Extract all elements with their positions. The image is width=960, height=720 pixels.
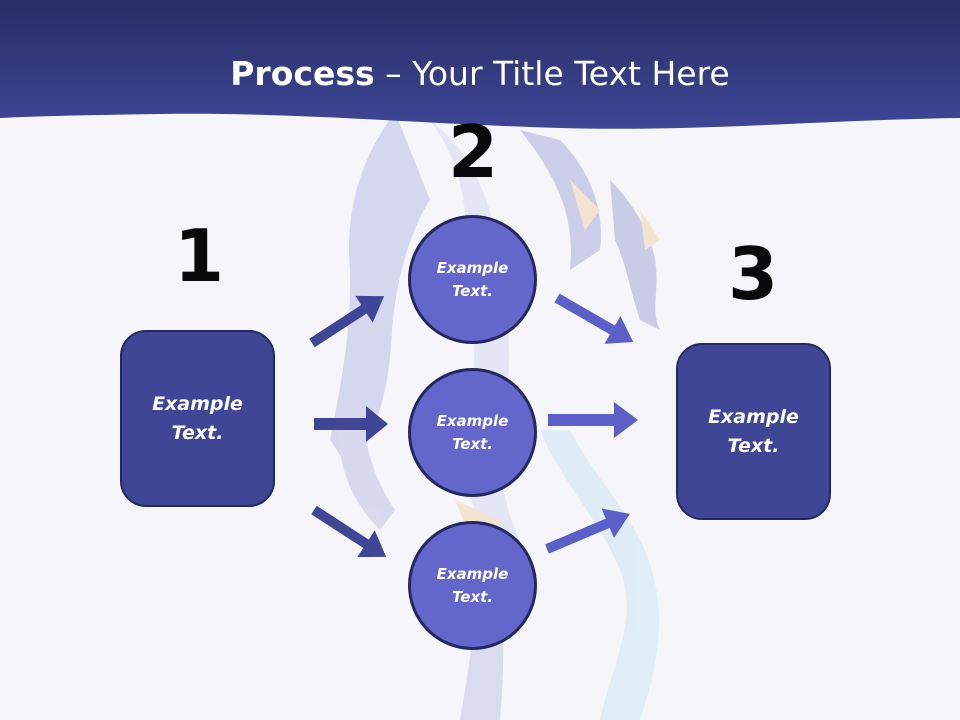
step-2-circle-top-text: Example Text.: [436, 258, 509, 300]
step-1-number: 1: [173, 214, 225, 298]
step-3-number: 3: [727, 232, 779, 316]
step-2-number: 2: [447, 110, 499, 194]
step-2-circle-top: Example Text.: [408, 215, 537, 344]
step-2-circle-bottom: Example Text.: [408, 521, 537, 650]
step-3-box-text: Example Text.: [708, 405, 799, 457]
title-rest: – Your Title Text Here: [374, 54, 730, 93]
arrow-left-up: [309, 295, 385, 348]
step-1-box: Example Text.: [120, 330, 275, 507]
title-bold-part: Process: [230, 54, 375, 93]
step-3-box: Example Text.: [676, 343, 831, 520]
arrow-right-down: [554, 293, 634, 344]
slide-title: Process – Your Title Text Here: [0, 52, 960, 96]
step-1-box-text: Example Text.: [152, 392, 243, 444]
arrow-left-middle: [314, 406, 388, 442]
arrow-right-up: [545, 508, 630, 554]
arrow-right-middle: [548, 402, 638, 438]
step-2-circle-middle: Example Text.: [408, 368, 537, 497]
header-band: [0, 0, 960, 129]
step-2-circle-middle-text: Example Text.: [436, 411, 509, 453]
step-2-circle-bottom-text: Example Text.: [436, 564, 509, 606]
arrow-left-down: [311, 505, 387, 558]
